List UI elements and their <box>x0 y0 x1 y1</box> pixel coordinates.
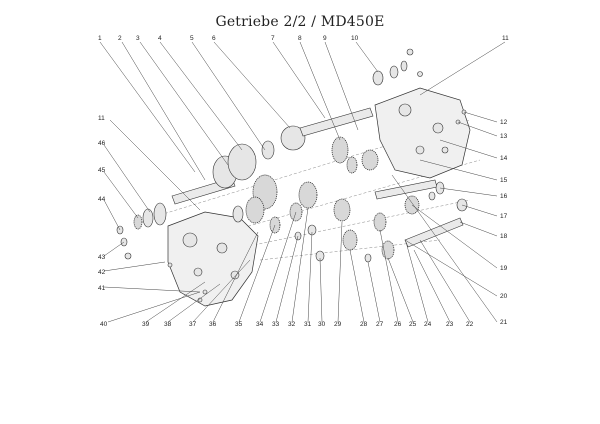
callout-32: 32 <box>288 321 296 328</box>
callout-12: 12 <box>500 119 508 126</box>
upper-shaft-assembly <box>299 48 423 174</box>
callout-9: 9 <box>323 35 327 42</box>
callout-3: 3 <box>136 35 140 42</box>
callout-45: 45 <box>98 167 106 174</box>
output-shaft-assembly <box>373 179 468 260</box>
callout-31: 31 <box>304 321 312 328</box>
callout-41: 41 <box>98 285 106 292</box>
callout-23: 23 <box>446 321 454 328</box>
callout-7: 7 <box>271 35 275 42</box>
callout-2: 2 <box>118 35 122 42</box>
middle-gear-train <box>269 181 372 263</box>
callout-18: 18 <box>500 233 508 240</box>
callout-43: 43 <box>98 254 106 261</box>
callout-19: 19 <box>500 265 508 272</box>
leader-lines <box>99 41 506 323</box>
callout-10: 10 <box>351 35 359 42</box>
labels-top: 1 2 3 4 5 6 7 8 9 10 11 <box>98 35 509 42</box>
callout-20: 20 <box>500 293 508 300</box>
callout-13: 13 <box>500 133 508 140</box>
callout-30: 30 <box>318 321 326 328</box>
callout-40: 40 <box>100 321 108 328</box>
callout-15: 15 <box>500 177 508 184</box>
callout-22: 22 <box>466 321 474 328</box>
page-title: Getriebe 2/2 / MD450E <box>215 14 385 30</box>
callout-16: 16 <box>500 193 508 200</box>
callout-11-top: 11 <box>502 35 509 42</box>
right-housing-cover <box>374 87 471 179</box>
callout-33: 33 <box>272 321 280 328</box>
callout-38: 38 <box>164 321 172 328</box>
callout-39: 39 <box>142 321 150 328</box>
callout-5: 5 <box>190 35 194 42</box>
left-housing-case <box>167 211 259 307</box>
callout-17: 17 <box>500 213 508 220</box>
callout-25: 25 <box>409 321 417 328</box>
callout-21: 21 <box>500 319 508 326</box>
callout-26: 26 <box>394 321 402 328</box>
callout-34: 34 <box>256 321 264 328</box>
callout-37: 37 <box>189 321 197 328</box>
callout-46: 46 <box>98 140 106 147</box>
callout-27: 27 <box>376 321 384 328</box>
callout-44: 44 <box>98 196 106 203</box>
callout-4: 4 <box>158 35 162 42</box>
callout-14: 14 <box>500 155 508 162</box>
labels-left: 11 46 45 44 43 42 41 <box>98 115 106 292</box>
primary-gear-cluster <box>212 125 306 224</box>
callout-6: 6 <box>212 35 216 42</box>
callout-1: 1 <box>98 35 102 42</box>
callout-24: 24 <box>424 321 432 328</box>
callout-29: 29 <box>334 321 342 328</box>
callout-35: 35 <box>235 321 243 328</box>
callout-42: 42 <box>98 269 106 276</box>
callout-11-left: 11 <box>98 115 105 122</box>
callout-28: 28 <box>360 321 368 328</box>
labels-bottom: 40 39 38 37 36 35 34 33 32 31 30 29 28 2… <box>100 321 474 328</box>
labels-right: 12 13 14 15 16 17 18 19 20 21 <box>500 119 508 326</box>
callout-8: 8 <box>298 35 302 42</box>
callout-36: 36 <box>209 321 217 328</box>
